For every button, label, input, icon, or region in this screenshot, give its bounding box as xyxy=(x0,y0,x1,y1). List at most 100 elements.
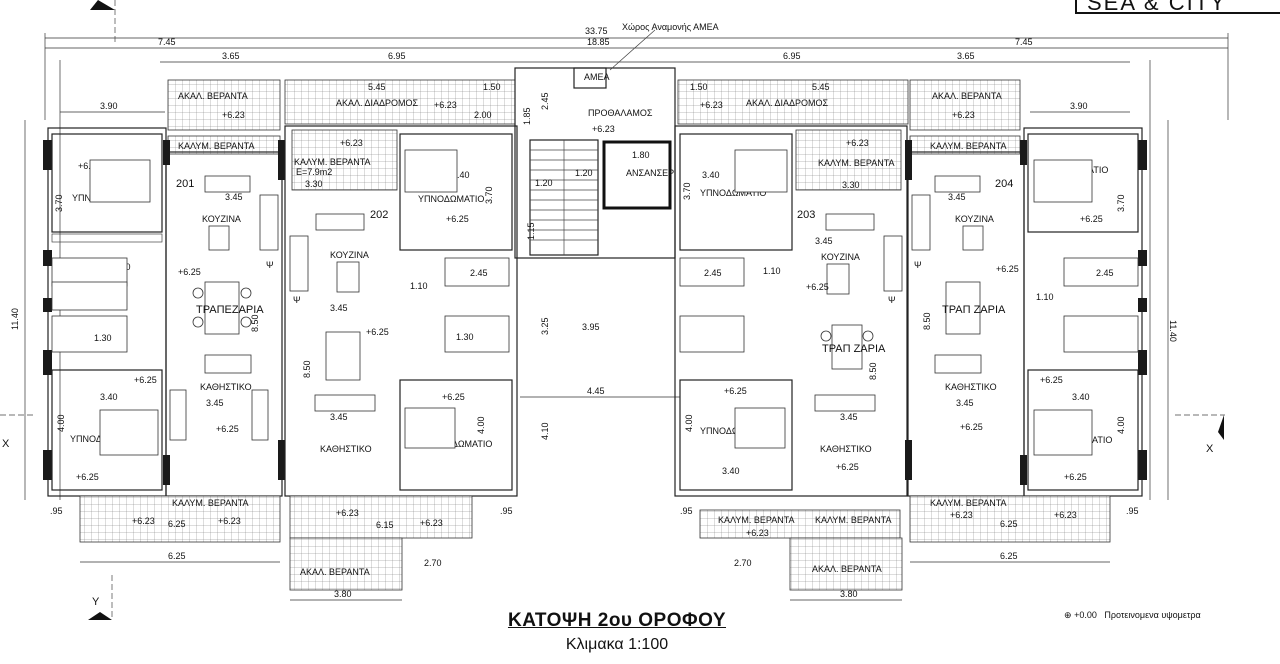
dim-label: 8.50 xyxy=(922,312,932,330)
level-label: +6.23 xyxy=(846,138,869,148)
room-lobby: ΠΡΟΘΑΛΑΜΟΣ xyxy=(588,108,653,118)
level-label: +6.25 xyxy=(76,472,99,482)
dim-label: 6.15 xyxy=(376,520,394,530)
stair-core: ΑΜΕΑ Χώρος Αναμονής ΑΜΕΑ ΠΡΟΘΑΛΑΜΟΣ +6.2… xyxy=(514,22,719,440)
dim-label: 4.00 xyxy=(56,414,66,432)
col-mark: Ψ xyxy=(914,260,922,270)
room-label: ΚΑΛΥΜ. ΒΕΡΑΝΤΑ xyxy=(815,515,892,525)
level-label: +6.25 xyxy=(996,264,1019,274)
dim-label: 3.45 xyxy=(948,192,966,202)
room-label: ΚΑΛΥΜ. ΒΕΡΑΝΤΑ xyxy=(294,157,371,167)
room-label: ΑΚΑΛ. ΒΕΡΑΝΤΑ xyxy=(300,567,370,577)
dim-label: 8.50 xyxy=(868,362,878,380)
room-living: ΚΑΘΗΣΤΙΚΟ xyxy=(945,382,997,392)
unit-number: 204 xyxy=(995,178,1013,190)
dim-label: 1.85 xyxy=(522,107,532,125)
dim-390-l: 3.90 xyxy=(100,101,118,111)
dim-label: 1.30 xyxy=(456,332,474,342)
level-symbol-icon: ⊕ xyxy=(1064,610,1072,620)
dim-label: 6.25 xyxy=(168,519,186,529)
plan-title: ΚΑΤΟΨΗ 2ου ΟΡΟΦΟΥ xyxy=(507,610,727,631)
level-label: +6.25 xyxy=(960,422,983,432)
level-label: +6.23 xyxy=(1054,510,1077,520)
dim-label: 3.25 xyxy=(540,317,550,335)
legend-level-value: +0.00 xyxy=(1074,610,1097,620)
level-label: +6.23 xyxy=(434,100,457,110)
level-label: +6.23 xyxy=(340,138,363,148)
dim-label: 3.80 xyxy=(334,589,352,599)
dim-label: 2.70 xyxy=(734,558,752,568)
room-label: ΚΑΛΥΜ. ΒΕΡΑΝΤΑ xyxy=(818,158,895,168)
dim-label: 1.10 xyxy=(1036,292,1054,302)
dim-label: 3.45 xyxy=(206,398,224,408)
dim-label: 5.45 xyxy=(368,82,386,92)
col-mark: Ψ xyxy=(293,295,301,305)
dim-label: 1.20 xyxy=(535,178,553,188)
dim-label: 3.70 xyxy=(1116,194,1126,212)
dim-label: 6.25 xyxy=(1000,551,1018,561)
room-bedroom: ΥΠΝΟΔΩΜΑΤΙΟ xyxy=(418,194,484,204)
dim-label: 2.45 xyxy=(704,268,722,278)
room-label: ΑΚΑΛ. ΒΕΡΑΝΤΑ xyxy=(812,564,882,574)
dim-label: 3.40 xyxy=(1072,392,1090,402)
room-label: ΚΑΛΥΜ. ΒΕΡΑΝΤΑ xyxy=(172,498,249,508)
dim-label: 1.20 xyxy=(575,168,593,178)
top-dimensions: 33.75 7.45 18.85 7.45 3.65 6.95 6.95 3.6… xyxy=(44,26,1229,500)
dim-label: 2.45 xyxy=(470,268,488,278)
room-dining: ΤΡΑΠΕΖΑΡΙΑ xyxy=(196,304,264,316)
level-legend: ⊕ +0.00 Προτεινομενα υψομετρα xyxy=(1064,610,1201,621)
unit-203: 1.50 +6.23 ΑΚΑΛ. ΔΙΑΔΡΟΜΟΣ 5.45 3.40 ΥΠΝ… xyxy=(674,79,909,601)
dim-label: 3.45 xyxy=(330,412,348,422)
dim-label: 8.50 xyxy=(250,314,260,332)
dim-365-l: 3.65 xyxy=(222,51,240,61)
col-mark: Ψ xyxy=(266,260,274,270)
dim-label: 1.80 xyxy=(632,150,650,160)
dim-label: 3.40 xyxy=(100,392,118,402)
level-label: +6.25 xyxy=(134,375,157,385)
dim-label: 3.40 xyxy=(722,466,740,476)
dim-label: 6.25 xyxy=(1000,519,1018,529)
room-label: ΑΚΑΛ. ΔΙΑΔΡΟΜΟΣ xyxy=(336,98,419,108)
dim-365-r: 3.65 xyxy=(957,51,975,61)
level-label: +6.23 xyxy=(950,510,973,520)
room-kitchen: ΚΟΥΖΙΝΑ xyxy=(821,252,860,262)
unit-204: ΑΚΑΛ. ΒΕΡΑΝΤΑ +6.23 ΚΑΛΥΜ. ΒΕΡΑΝΤΑ 204 3… xyxy=(905,79,1178,563)
level-label: +6.25 xyxy=(216,424,239,434)
dim-label: .95 xyxy=(50,506,63,516)
dim-label: 3.70 xyxy=(682,182,692,200)
col-mark: Ψ xyxy=(888,295,896,305)
dim-label: 3.40 xyxy=(702,170,720,180)
dim-inner: 18.85 xyxy=(587,37,610,47)
dim-label: 4.00 xyxy=(684,414,694,432)
dim-label: 3.45 xyxy=(956,398,974,408)
level-label: +6.25 xyxy=(836,462,859,472)
dim-label: 2.45 xyxy=(1096,268,1114,278)
dim-left-745: 7.45 xyxy=(158,37,176,47)
dim-label: 3.95 xyxy=(582,322,600,332)
room-bedroom: ΥΠΝΟΔΩΜΑΤΙΟ xyxy=(426,439,492,449)
axis-x-right: X xyxy=(1206,443,1214,455)
room-bedroom: ΥΠΝΟΔΩΜΑΤΙΟ xyxy=(700,426,766,436)
level-label: +6.23 xyxy=(218,516,241,526)
dim-label: 3.70 xyxy=(54,194,64,212)
room-kitchen: ΚΟΥΖΙΝΑ xyxy=(330,250,369,260)
dim-label: 11.40 xyxy=(1168,320,1178,342)
dim-label: 3.30 xyxy=(842,180,860,190)
level-label: +6.25 xyxy=(806,282,829,292)
unit-number: 202 xyxy=(370,209,388,221)
dim-label: 1.10 xyxy=(410,281,428,291)
dim-label: .95 xyxy=(500,506,513,516)
callout-text: Χώρος Αναμονής ΑΜΕΑ xyxy=(622,22,719,32)
plan-scale: Κλιμακα 1:100 xyxy=(565,636,669,653)
level-label: +6.25 xyxy=(78,161,101,171)
unit-202: ΑΚΑΛ. ΔΙΑΔΡΟΜΟΣ 5.45 1.50 +6.23 2.00 +6.… xyxy=(284,79,518,601)
dim-label: 3.80 xyxy=(840,589,858,599)
level-label: +6.23 xyxy=(746,528,769,538)
legend-text: Προτεινομενα υψομετρα xyxy=(1104,610,1201,620)
dim-label: 4.10 xyxy=(540,422,550,440)
room-label: ΑΚΑΛ. ΒΕΡΑΝΤΑ xyxy=(932,91,1002,101)
level-label: +6.23 xyxy=(700,100,723,110)
dim-label: 3.30 xyxy=(305,179,323,189)
level-label: +6.25 xyxy=(1040,375,1063,385)
room-label: ΚΑΛΥΜ. ΒΕΡΑΝΤΑ xyxy=(178,141,255,151)
